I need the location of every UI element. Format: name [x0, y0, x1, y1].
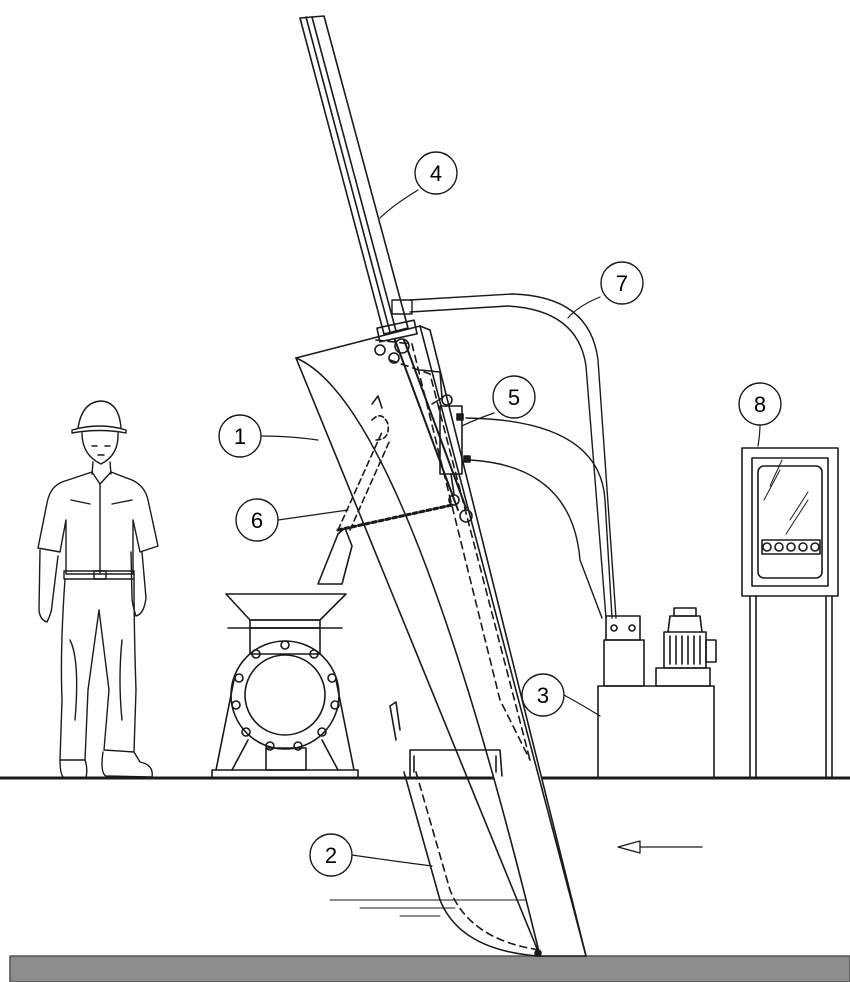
callout-3-label: 3	[537, 683, 549, 708]
curved-rake-track	[403, 771, 542, 957]
callout-5-label: 5	[508, 385, 520, 410]
rake-arm	[317, 395, 454, 585]
callout-6-label: 6	[251, 508, 263, 533]
callout-8: 8	[738, 382, 782, 426]
callout-1-label: 1	[234, 424, 246, 449]
hydraulic-cylinder	[439, 394, 473, 523]
callout-5: 5	[492, 375, 536, 419]
callout-7: 7	[600, 261, 644, 305]
callout-7-label: 7	[616, 271, 628, 296]
control-panel	[741, 447, 839, 779]
hydraulic-hoses	[391, 293, 617, 619]
arrow-left-icon	[617, 840, 703, 854]
callout-4-label: 4	[430, 161, 442, 186]
drive-head	[374, 319, 467, 511]
callout-3: 3	[521, 673, 565, 717]
callout-8-label: 8	[754, 392, 766, 417]
callout-2-label: 2	[325, 843, 337, 868]
water-surface	[329, 899, 526, 917]
callout-leaders	[261, 189, 761, 867]
channel-bed	[9, 955, 850, 982]
callout-2: 2	[309, 833, 353, 877]
guide-rail	[299, 15, 409, 335]
callout-4: 4	[414, 151, 458, 195]
pump-with-hopper	[211, 593, 359, 779]
hydraulic-power-unit	[597, 607, 717, 779]
callout-6: 6	[235, 498, 279, 542]
callout-1: 1	[218, 414, 262, 458]
worker-figure	[37, 400, 159, 779]
